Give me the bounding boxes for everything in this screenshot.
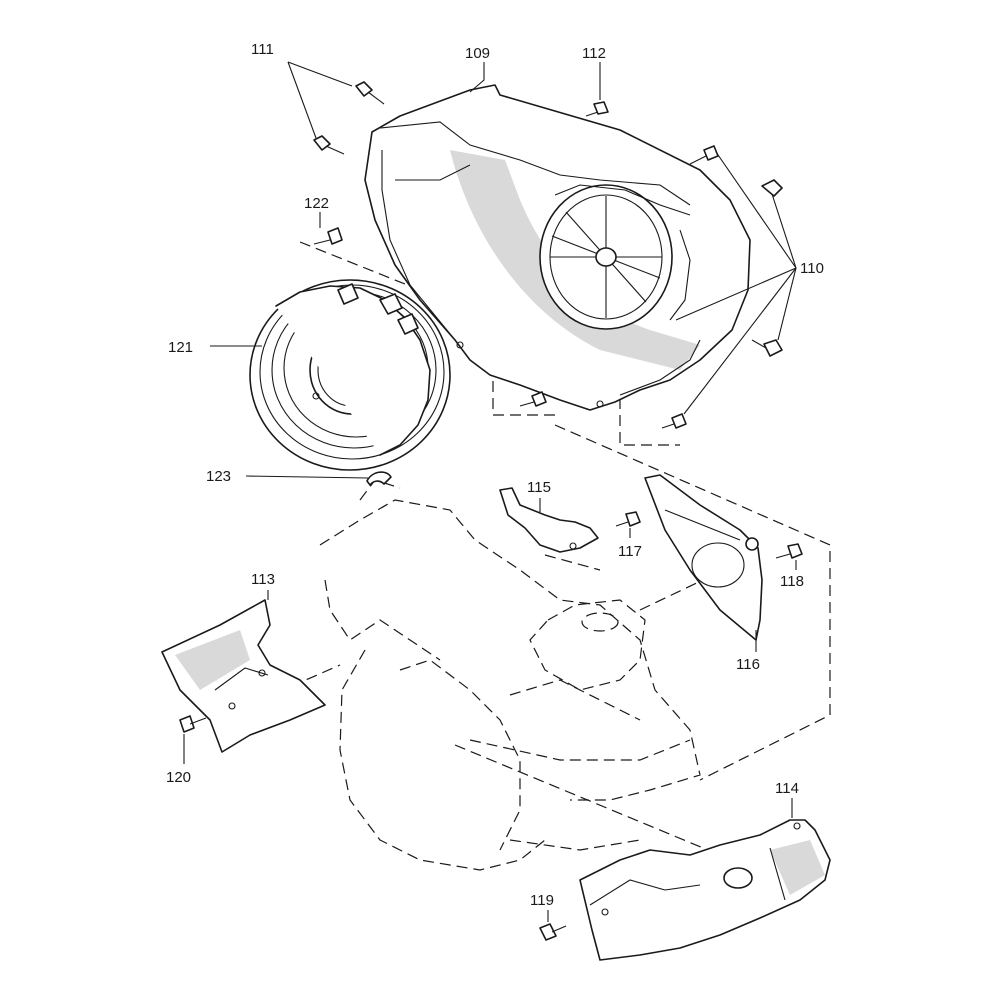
bracket-plate: [499, 487, 599, 553]
callout-120: 120: [166, 769, 191, 786]
bolt-118: [775, 543, 803, 559]
callout-121: 121: [168, 339, 193, 356]
bolt-110-a: [689, 145, 719, 165]
callout-113: 113: [251, 571, 275, 588]
callout-122: 122: [304, 195, 329, 212]
bolt-110-b: [761, 179, 783, 197]
bolt-117: [615, 511, 641, 527]
leader-lines: [183, 61, 797, 922]
woodruff-key: [366, 471, 392, 486]
bolt-111-upper: [355, 81, 385, 105]
callout-118: 118: [780, 573, 804, 590]
bolt-119: [539, 923, 567, 941]
flywheel: [249, 279, 451, 471]
callout-119: 119: [530, 892, 554, 909]
callout-114: 114: [775, 780, 799, 797]
engine-block-phantom: [319, 479, 701, 871]
bolt-120: [179, 715, 207, 733]
bolt-110-c: [751, 339, 783, 357]
callout-109: 109: [465, 45, 490, 62]
bolt-110-e: [519, 391, 547, 407]
bolt-112: [585, 101, 609, 117]
callout-117: 117: [618, 543, 642, 560]
bolt-122: [313, 227, 343, 245]
callout-116: 116: [736, 656, 760, 673]
side-cover: [644, 474, 763, 641]
bolt-110-d: [661, 413, 687, 429]
callout-112: 112: [582, 45, 606, 62]
exhaust-cover: [579, 819, 831, 961]
left-shroud: [161, 599, 326, 753]
callout-labels: 111 109 112 110 122 121 123 115 117 118 …: [166, 41, 824, 909]
bolt-111-lower: [313, 135, 345, 155]
bolts: [179, 81, 803, 941]
callout-123: 123: [206, 468, 231, 485]
callout-111: 111: [251, 41, 274, 58]
callout-110: 110: [800, 260, 824, 277]
assembly-guide-lines: [259, 241, 831, 856]
blower-housing: [364, 84, 751, 411]
callout-115: 115: [527, 479, 551, 496]
